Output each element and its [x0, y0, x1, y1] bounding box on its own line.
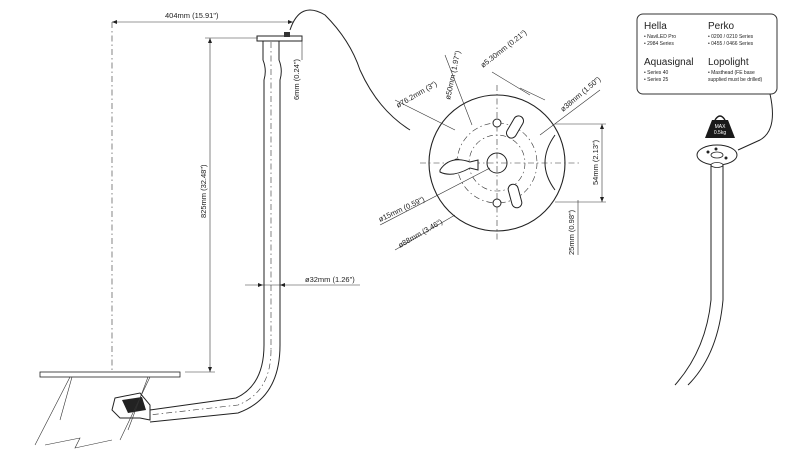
leader-38 — [539, 89, 601, 136]
aquasignal-line-2: • Series 25 — [644, 77, 668, 83]
leader-50 — [444, 54, 473, 126]
cable-curve — [289, 9, 411, 131]
brand-aquasignal: Aquasignal — [644, 57, 693, 68]
side-view: 404mm (15.91") 825mm (32.48") 6mm (0.24"… — [34, 9, 411, 449]
width-dim-label: 404mm (15.91") — [165, 11, 219, 20]
label-center-hole: ø15mm (0.59") — [377, 194, 426, 223]
leader-slot-2 — [519, 87, 546, 101]
leader-15 — [379, 167, 491, 226]
plate-view: ø50mm (1.97") ø5.30mm (0.21") ø76.2mm (3… — [377, 28, 606, 255]
slot-bottom — [507, 183, 523, 209]
perko-line-1: • 0200 / 0210 Series — [708, 34, 754, 40]
weight-handle-icon — [714, 115, 726, 121]
box-leader-curve — [737, 93, 773, 151]
base-bracket-shade — [122, 397, 146, 413]
support-lines — [34, 376, 151, 449]
top-connector — [284, 32, 290, 37]
perko-line-2: • 0455 / 0466 Series — [708, 41, 754, 47]
iso-tube-left — [674, 164, 712, 386]
tube-outline-left — [149, 41, 266, 411]
label-base-76: ø76.2mm (3") — [395, 79, 439, 110]
compatibility-box: Hella • NaviLED Pro • 2984 Series Perko … — [636, 13, 778, 95]
top-plate — [256, 35, 303, 42]
label-offset-25: 25mm (0.98") — [567, 209, 576, 255]
tube-bend-center-line — [139, 349, 272, 417]
height-dim-label: 825mm (32.48") — [199, 164, 208, 218]
brand-hella: Hella — [644, 21, 667, 32]
tube-outline-right — [149, 41, 282, 423]
brand-perko: Perko — [708, 21, 735, 32]
slot-top — [506, 115, 524, 139]
aquasignal-line-1: • Series 40 — [644, 70, 668, 76]
key-slot — [439, 159, 479, 175]
leader-76 — [394, 99, 456, 131]
hole-top — [492, 118, 502, 128]
label-bolt-circle-38: ø38mm (1.50") — [559, 74, 603, 113]
iso-tube-right — [687, 164, 724, 386]
compat-box-frame — [636, 13, 778, 95]
tube-dia-label: ø32mm (1.26") — [305, 275, 355, 284]
weight-icon — [705, 120, 735, 138]
hella-line-1: • NaviLED Pro — [644, 34, 676, 40]
lopolight-line-1: • Masthead (FE base — [708, 70, 755, 76]
iso-plate-bolt-1 — [706, 150, 710, 154]
thickness-dim-label: 6mm (0.24") — [292, 58, 301, 100]
iso-tube-top — [710, 162, 724, 168]
label-slot-spacing: 54mm (2.13") — [591, 139, 600, 185]
iso-plate-hole — [710, 151, 724, 159]
iso-plate-bolt-3 — [714, 147, 718, 151]
label-slot-width: ø5.30mm (0.21") — [479, 28, 529, 70]
label-base-88: ø88mm (3.46") — [397, 217, 445, 250]
weight-value-label: 0.5kg — [714, 130, 726, 136]
iso-plate-bolt-2 — [724, 156, 728, 160]
leader-88 — [394, 214, 456, 251]
iso-view: MAX 0.5kg — [674, 93, 773, 386]
weight-max-label: MAX — [715, 124, 727, 130]
support-lines-inner — [59, 376, 149, 431]
deck-plate — [39, 371, 181, 378]
brand-lopolight: Lopolight — [708, 57, 749, 68]
leader-slot — [491, 71, 531, 96]
hella-line-2: • 2984 Series — [644, 41, 674, 47]
lopolight-line-2: supplied must be drilled) — [708, 77, 763, 83]
hole-bottom — [492, 198, 502, 208]
